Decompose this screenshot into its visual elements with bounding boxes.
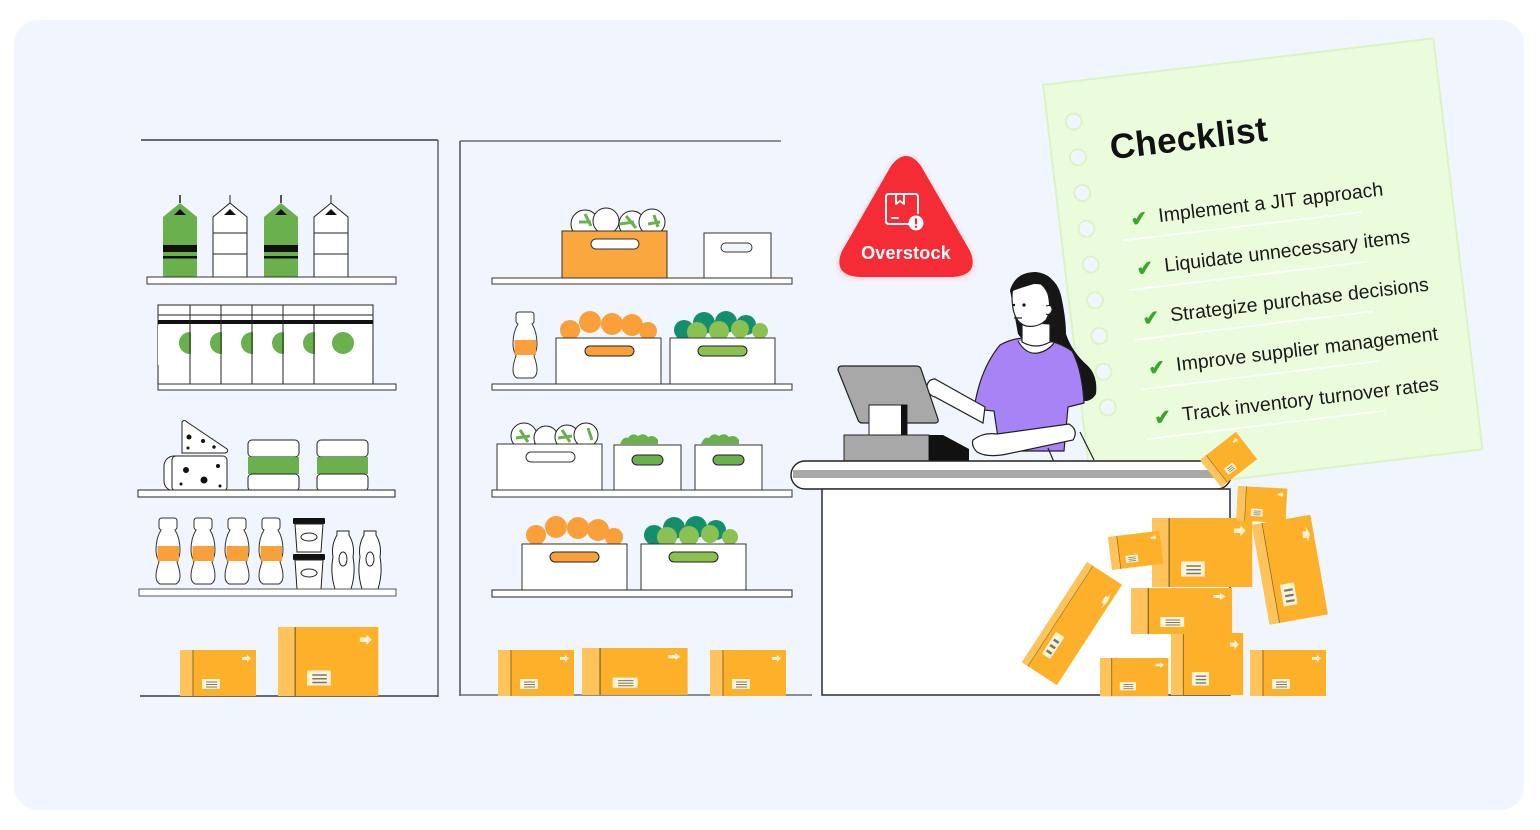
- cash-register: [837, 365, 969, 463]
- right-shelf-unit: [459, 140, 812, 697]
- overstock-label: Overstock: [861, 243, 951, 263]
- left-shelf-unit: [137, 139, 439, 697]
- cashier: [926, 272, 1097, 463]
- overstock-badge: [836, 155, 976, 280]
- box-alert-icon: [885, 193, 919, 225]
